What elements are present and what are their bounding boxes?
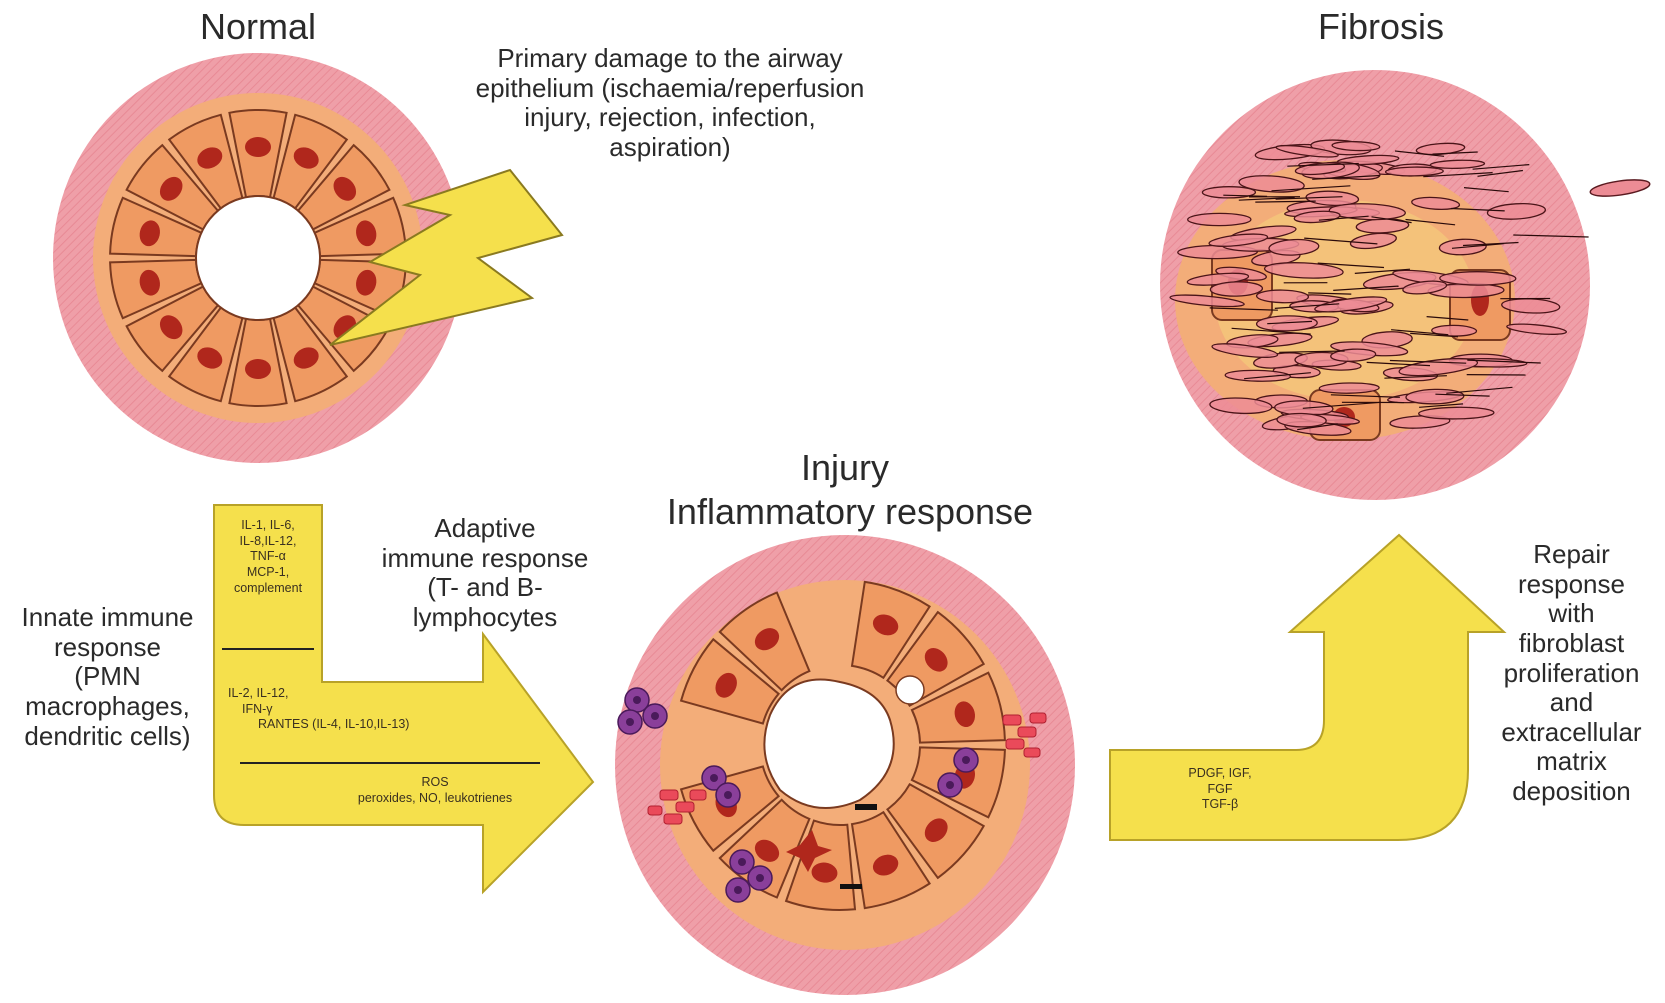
- mediator-divider-1: [222, 648, 314, 650]
- inflammatory-title: Inflammatory response: [640, 491, 1060, 532]
- fibrosis-title: Fibrosis: [1306, 6, 1456, 47]
- injury-title: Injury: [745, 447, 945, 488]
- mediator-divider-2: [240, 762, 540, 764]
- fibroblast: [1386, 167, 1444, 177]
- fibroblast: [1188, 213, 1251, 225]
- normal-lumen: [196, 196, 320, 320]
- fibroblast: [1440, 272, 1516, 286]
- normal-title: Normal: [188, 6, 328, 47]
- fibrosis-airway: [1160, 70, 1651, 500]
- fibroblast: [1256, 290, 1308, 304]
- cell-nucleus: [245, 359, 271, 379]
- fibroblast: [1419, 407, 1494, 420]
- fibroblast: [1319, 383, 1379, 394]
- adaptive-mediators: IL-2, IL-12, IFN-γ RANTES (IL-4, IL-10,I…: [228, 686, 488, 733]
- cell-nucleus: [245, 137, 271, 157]
- fibroblast: [1432, 325, 1477, 336]
- injury-airway: [615, 535, 1075, 995]
- injury-lumen: [764, 679, 893, 808]
